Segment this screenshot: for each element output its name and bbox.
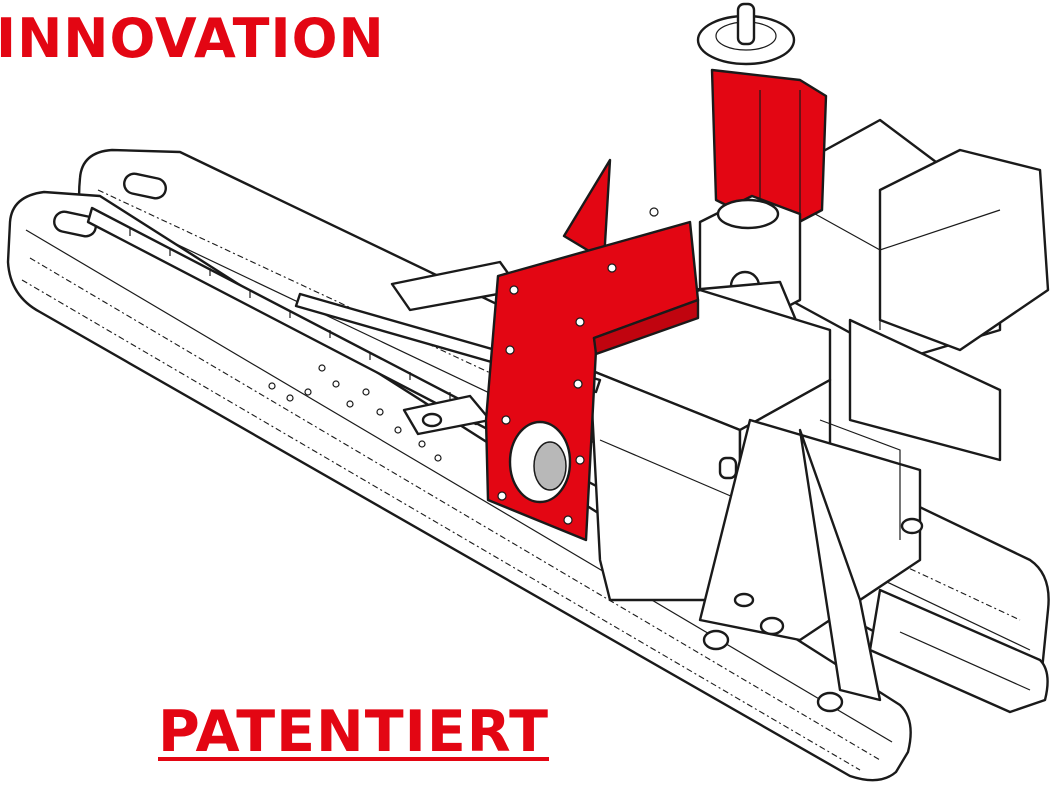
- patent-stamp: PATENTIERT: [158, 699, 549, 765]
- motor-housing: [776, 118, 1050, 462]
- base-nuts: [421, 412, 924, 713]
- red-column: [696, 2, 828, 234]
- right-rail-ends: [868, 588, 1049, 714]
- red-mounting-plate: [484, 158, 700, 542]
- headline: INNOVATION: [0, 7, 385, 70]
- lower-frame: [698, 418, 922, 702]
- front-rail: [6, 190, 912, 782]
- scale-ruler: [86, 206, 482, 426]
- hole-pattern: [268, 364, 442, 462]
